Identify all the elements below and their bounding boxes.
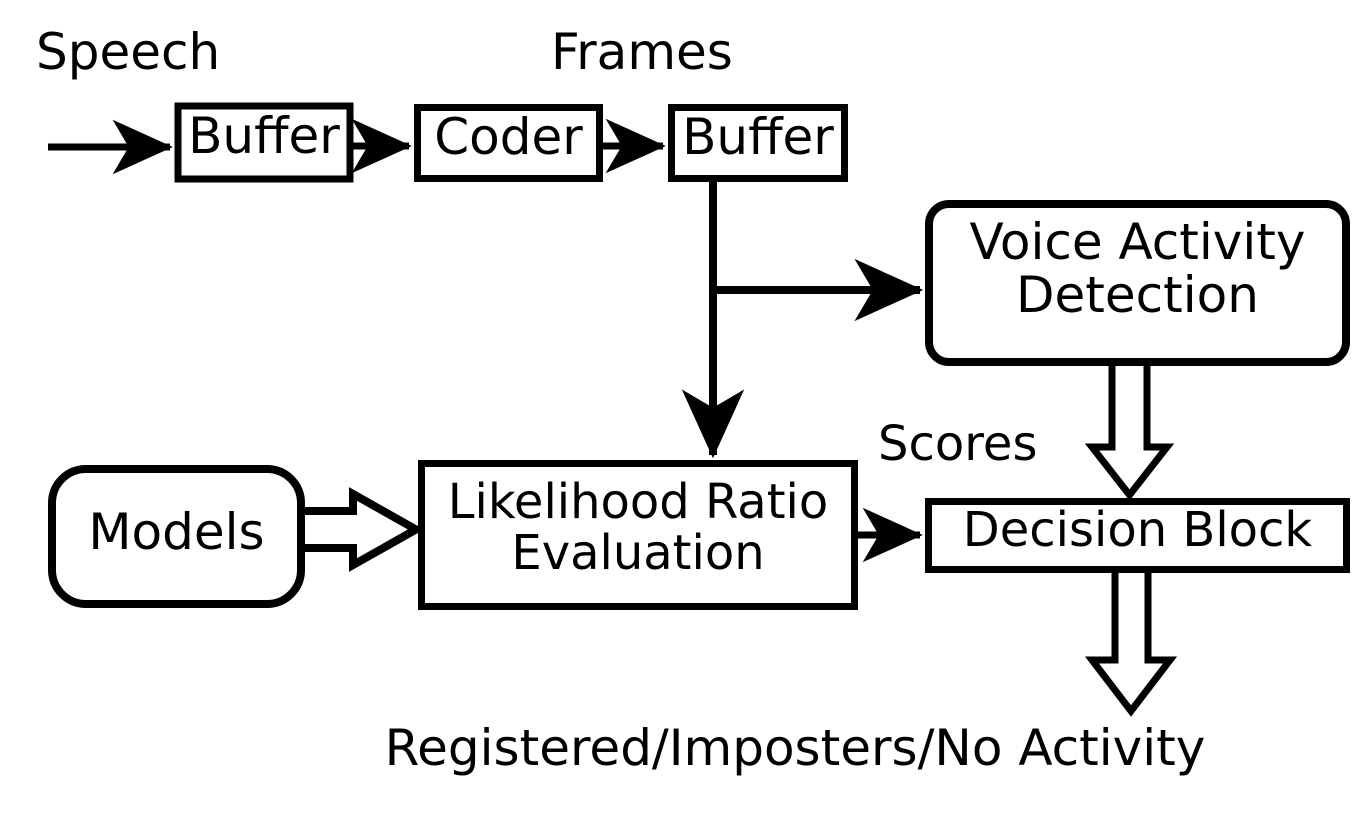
node-likelihood-ratio-evaluation[interactable] (418, 460, 858, 610)
node-voice-activity-detection[interactable] (925, 200, 1350, 366)
connector-models-to-lre (305, 487, 425, 572)
connector-vad-to-decision (1084, 366, 1175, 501)
node-coder[interactable] (414, 104, 603, 182)
node-buffer-1[interactable] (174, 102, 354, 183)
connector-decision-to-output (1084, 573, 1178, 717)
node-decision-block[interactable] (925, 498, 1350, 573)
node-models[interactable] (48, 465, 305, 608)
node-buffer-2[interactable] (668, 104, 848, 182)
